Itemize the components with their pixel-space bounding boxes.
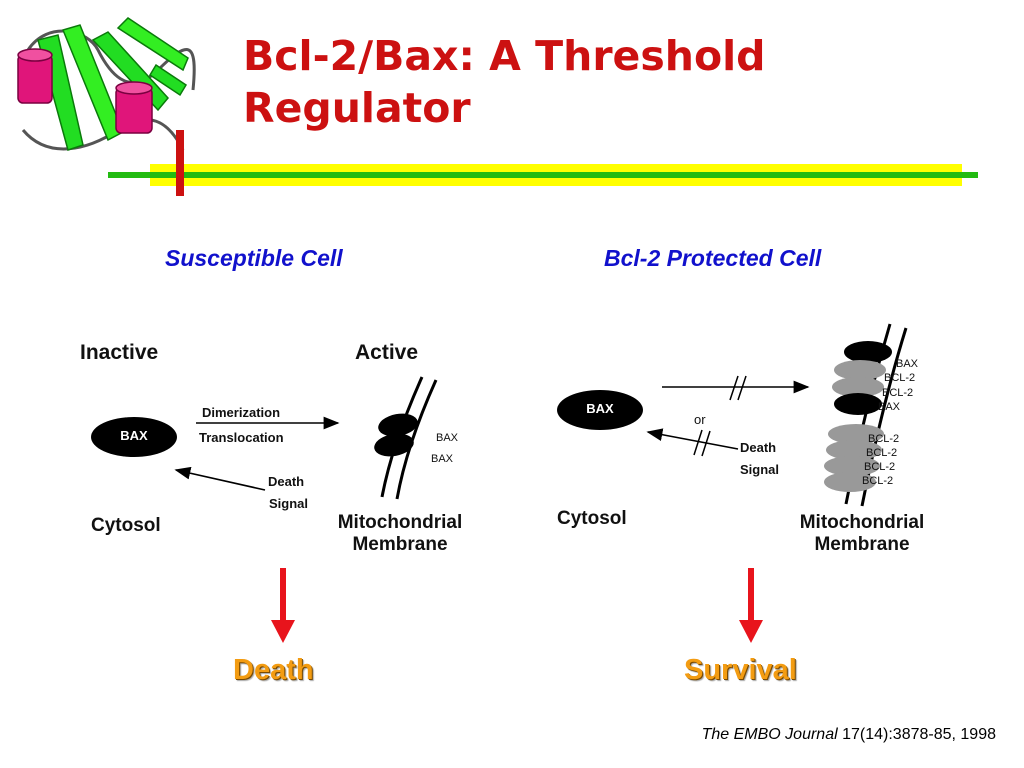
slide-title: Bcl-2/Bax: A Threshold Regulator [243,32,766,132]
or-label: or [694,412,706,427]
green-line [108,172,978,178]
death-label: Death [268,474,305,489]
membrane-label-line1: Mitochondrial [337,512,463,533]
susceptible-cell-header: Susceptible Cell [165,245,343,271]
bax-label: BAX [586,401,614,416]
citation-journal: The EMBO Journal [701,726,838,743]
red-tick [176,130,184,196]
signal-label: Signal [269,496,309,511]
left-membrane [374,376,438,500]
cytosol-label: Cytosol [557,508,627,529]
right-membrane-label-8: BCL-2 [862,475,894,487]
bax-ellipse [91,417,177,457]
signal-label: Signal [740,462,780,477]
protein-ribbon-icon [17,17,196,151]
cytosol-label: Cytosol [91,515,161,536]
bax-label: BAX [120,428,148,443]
translocation-label: Translocation [199,430,284,445]
protected-cell-header: Bcl-2 Protected Cell [604,245,822,271]
right-membrane-label-4: BAX [878,401,901,413]
inactive-label: Inactive [80,341,159,364]
down-arrow-left [271,568,295,643]
citation: The EMBO Journal 17(14):3878-85, 1998 [702,726,996,744]
dimerization-label: Dimerization [202,405,281,420]
left-membrane-bax-1: BAX [436,432,459,444]
membrane-label-line1: Mitochondrial [799,512,925,533]
right-membrane-label-2: BCL-2 [884,372,916,384]
down-arrow-right [739,568,763,643]
right-membrane-label-7: BCL-2 [864,461,896,473]
death-outcome: Death [233,654,314,686]
membrane-label-line2: Membrane [352,534,448,555]
right-membrane-label-6: BCL-2 [866,447,898,459]
right-membrane [824,323,908,507]
bax-ellipse [557,390,643,430]
membrane-label-line2: Membrane [814,534,910,555]
right-membrane-label-3: BCL-2 [882,387,914,399]
right-membrane-label-5: BCL-2 [868,433,900,445]
left-membrane-bax-2: BAX [431,453,454,465]
death-label: Death [740,440,777,455]
right-membrane-label-1: BAX [896,358,919,370]
active-label: Active [355,341,419,364]
survival-outcome: Survival [684,654,797,686]
citation-ref: 17(14):3878-85, 1998 [837,726,996,743]
